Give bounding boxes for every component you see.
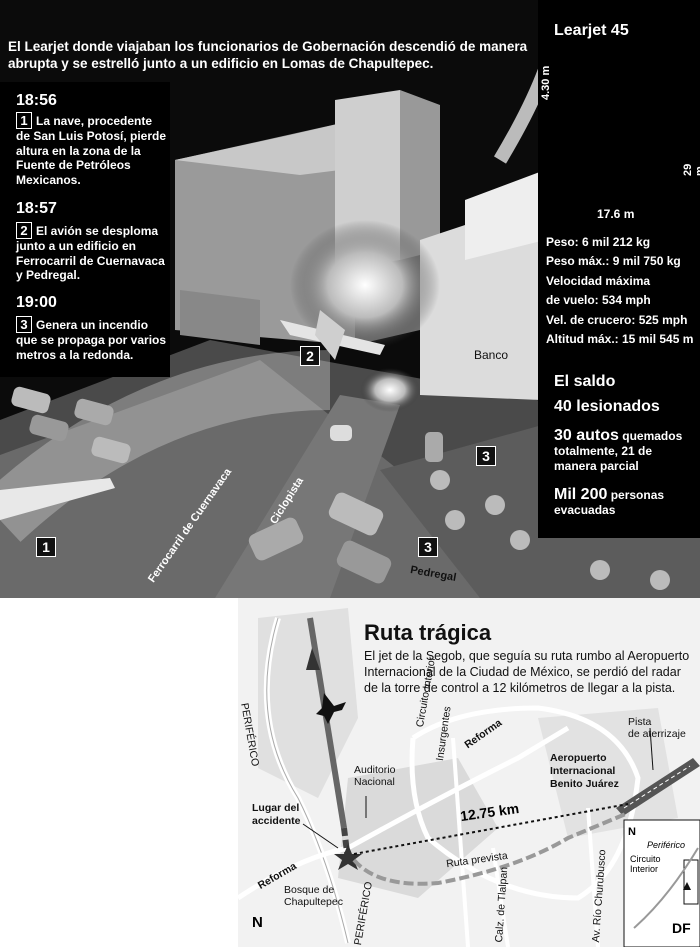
- saldo-title: El saldo: [554, 373, 616, 390]
- runway-label: Pista de aterrizaje: [628, 716, 686, 740]
- timeline-panel: [0, 82, 170, 377]
- spec-max-altitude: Altitud máx.: 15 mil 545 m: [546, 332, 694, 347]
- crash-site-label: Lugar del accidente: [252, 802, 301, 827]
- specs-panel: [538, 0, 700, 360]
- map-title: Ruta trágica: [364, 620, 492, 645]
- marker-3a: 3: [476, 446, 496, 466]
- step-text: El avión se desploma junto a un edificio…: [16, 224, 165, 282]
- autos-count: 30 autos: [554, 427, 619, 444]
- auditorio-label: Auditorio Nacional: [354, 764, 396, 788]
- saldo-lesionados: 40 lesionados: [554, 398, 660, 415]
- bosque-label: Bosque de Chapultepec: [284, 884, 343, 908]
- spec-weight: Peso: 6 mil 212 kg: [546, 235, 651, 249]
- marker-3b: 3: [418, 537, 438, 557]
- spec-cruise-speed: Vel. de crucero: 525 mph: [546, 312, 688, 327]
- spec-max-speed-value: de vuelo: 534 mph: [546, 293, 651, 308]
- step-number: 2: [16, 222, 32, 239]
- personas-count: Mil 200: [554, 486, 608, 503]
- personas-detail: personas evacuadas: [554, 488, 665, 517]
- marker-1: 1: [36, 537, 56, 557]
- inset-df-label: DF: [672, 920, 691, 936]
- banco-label: Banco: [474, 348, 509, 362]
- inset-north-icon: N: [628, 826, 636, 838]
- height-dimension: 4.30 m: [540, 65, 552, 100]
- north-arrow-icon: N: [252, 914, 263, 931]
- wingspan-dimension: 29 m: [682, 163, 700, 176]
- aircraft-name: Learjet 45: [554, 22, 629, 39]
- inset-periferico-label: Periférico: [647, 840, 686, 850]
- step-number: 3: [16, 316, 32, 333]
- map-description: El jet de la Segob, que seguía su ruta r…: [364, 649, 690, 695]
- crash-illustration: El Learjet donde viajaban los funcionari…: [0, 0, 700, 598]
- time-1857: 18:57: [16, 200, 57, 217]
- step-text: La nave, procedente de San Luis Potosí, …: [16, 114, 167, 187]
- spec-max-speed: Velocidad máxima: [546, 273, 651, 288]
- time-1856: 18:56: [16, 92, 57, 109]
- headline: El Learjet donde viajaban los funcionari…: [8, 39, 528, 71]
- step-text: Genera un incendio que se propaga por va…: [16, 318, 167, 362]
- airport-label: Aeropuerto Internacional Benito Juárez: [550, 752, 619, 790]
- saldo-autos: 30 autos quemados totalmente, 21 de mane…: [554, 428, 694, 474]
- inset-circuito-label: Circuito Interior: [630, 854, 661, 874]
- crash-scene-drawing: [0, 56, 700, 598]
- saldo-panel: [538, 360, 700, 538]
- spec-max-weight: Peso máx.: 9 mil 750 kg: [546, 254, 681, 269]
- route-map: Ruta trágica El jet de la Segob, que seg…: [238, 598, 700, 947]
- marker-2: 2: [300, 346, 320, 366]
- spec-list: Peso: 6 mil 212 kg Peso máx.: 9 mil 750 …: [546, 233, 693, 349]
- step-number: 1: [16, 112, 32, 129]
- route-map-drawing: [238, 608, 700, 947]
- saldo-personas: Mil 200 personas evacuadas: [554, 487, 694, 518]
- length-dimension: 17.6 m: [594, 207, 638, 221]
- autos-detail: quemados totalmente, 21 de manera parcia…: [554, 429, 683, 473]
- time-1900: 19:00: [16, 294, 57, 311]
